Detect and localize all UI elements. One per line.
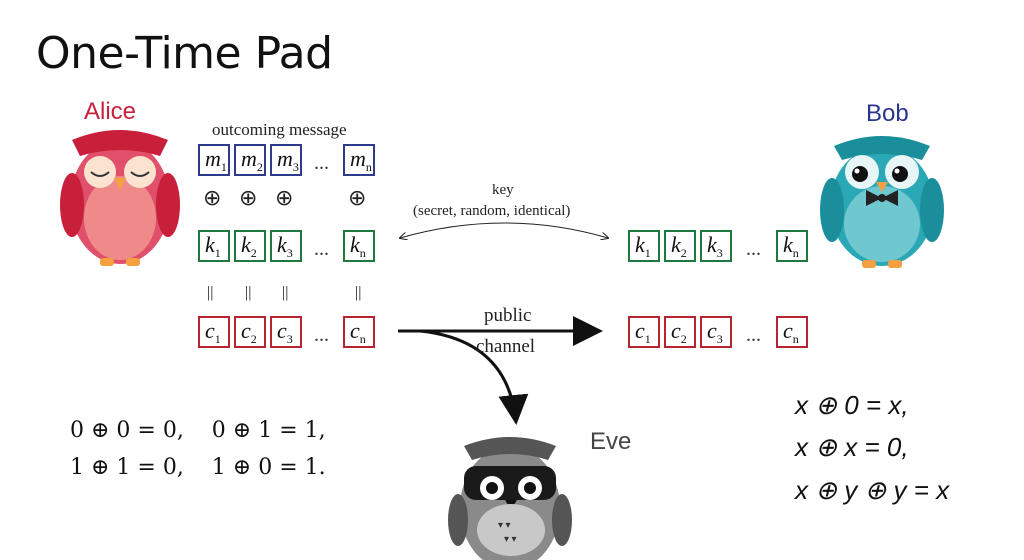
cipher-cell: c1 — [198, 316, 230, 348]
message-cell: m3 — [270, 144, 302, 176]
eavesdrop-arrow — [419, 329, 529, 425]
cipher-cell: c3 — [700, 316, 732, 348]
key-cell: kn — [776, 230, 808, 262]
equals-bars: || — [355, 284, 362, 301]
svg-text:▾ ▾: ▾ ▾ — [498, 520, 511, 531]
ellipsis: ... — [314, 238, 329, 260]
bob-label: Bob — [866, 100, 909, 127]
key-cell: kn — [343, 230, 375, 262]
cipher-cell: c1 — [628, 316, 660, 348]
slide-title: One-Time Pad — [36, 28, 333, 79]
xor-symbol: ⊕ — [239, 186, 258, 211]
message-cell: mn — [343, 144, 375, 176]
ellipsis: ... — [314, 324, 329, 346]
channel-label: channel — [476, 336, 536, 357]
key-cell: k2 — [234, 230, 266, 262]
public-label: public — [484, 305, 532, 326]
equals-bars: || — [282, 284, 289, 301]
key-cell: k1 — [198, 230, 230, 262]
key-share-arrow — [400, 222, 608, 238]
equals-bars: || — [207, 284, 214, 301]
xor-symbol: ⊕ — [203, 186, 222, 211]
xor-table-line-2: 1 ⊕ 1 = 0, 1 ⊕ 0 = 1. — [70, 455, 326, 480]
key-label: key — [492, 182, 514, 198]
xor-table-line-1: 0 ⊕ 0 = 0, 0 ⊕ 1 = 1, — [70, 418, 326, 443]
svg-text:▾ ▾: ▾ ▾ — [504, 534, 517, 545]
eve-label: Eve — [590, 428, 632, 455]
key-description: (secret, random, identical) — [413, 203, 571, 219]
key-cell: k1 — [628, 230, 660, 262]
cipher-cell: c2 — [234, 316, 266, 348]
cipher-cell: cn — [776, 316, 808, 348]
ellipsis: ... — [746, 324, 761, 346]
message-cell: m2 — [234, 144, 266, 176]
xor-symbol: ⊕ — [275, 186, 294, 211]
alice-label: Alice — [84, 98, 137, 125]
message-cell: m1 — [198, 144, 230, 176]
cipher-cell: cn — [343, 316, 375, 348]
xor-symbol: ⊕ — [348, 186, 367, 211]
property-line-1: x ⊕ 0 = x, — [795, 390, 909, 420]
equals-bars: || — [245, 284, 252, 301]
outcoming-message-label: outcoming message — [212, 120, 347, 139]
key-cell: k3 — [270, 230, 302, 262]
key-cell: k3 — [700, 230, 732, 262]
cipher-cell: c3 — [270, 316, 302, 348]
property-line-3: x ⊕ y ⊕ y = x — [795, 475, 950, 505]
ellipsis: ... — [746, 238, 761, 260]
cipher-cell: c2 — [664, 316, 696, 348]
ellipsis: ... — [314, 152, 329, 174]
property-line-2: x ⊕ x = 0, — [795, 432, 909, 462]
key-cell: k2 — [664, 230, 696, 262]
